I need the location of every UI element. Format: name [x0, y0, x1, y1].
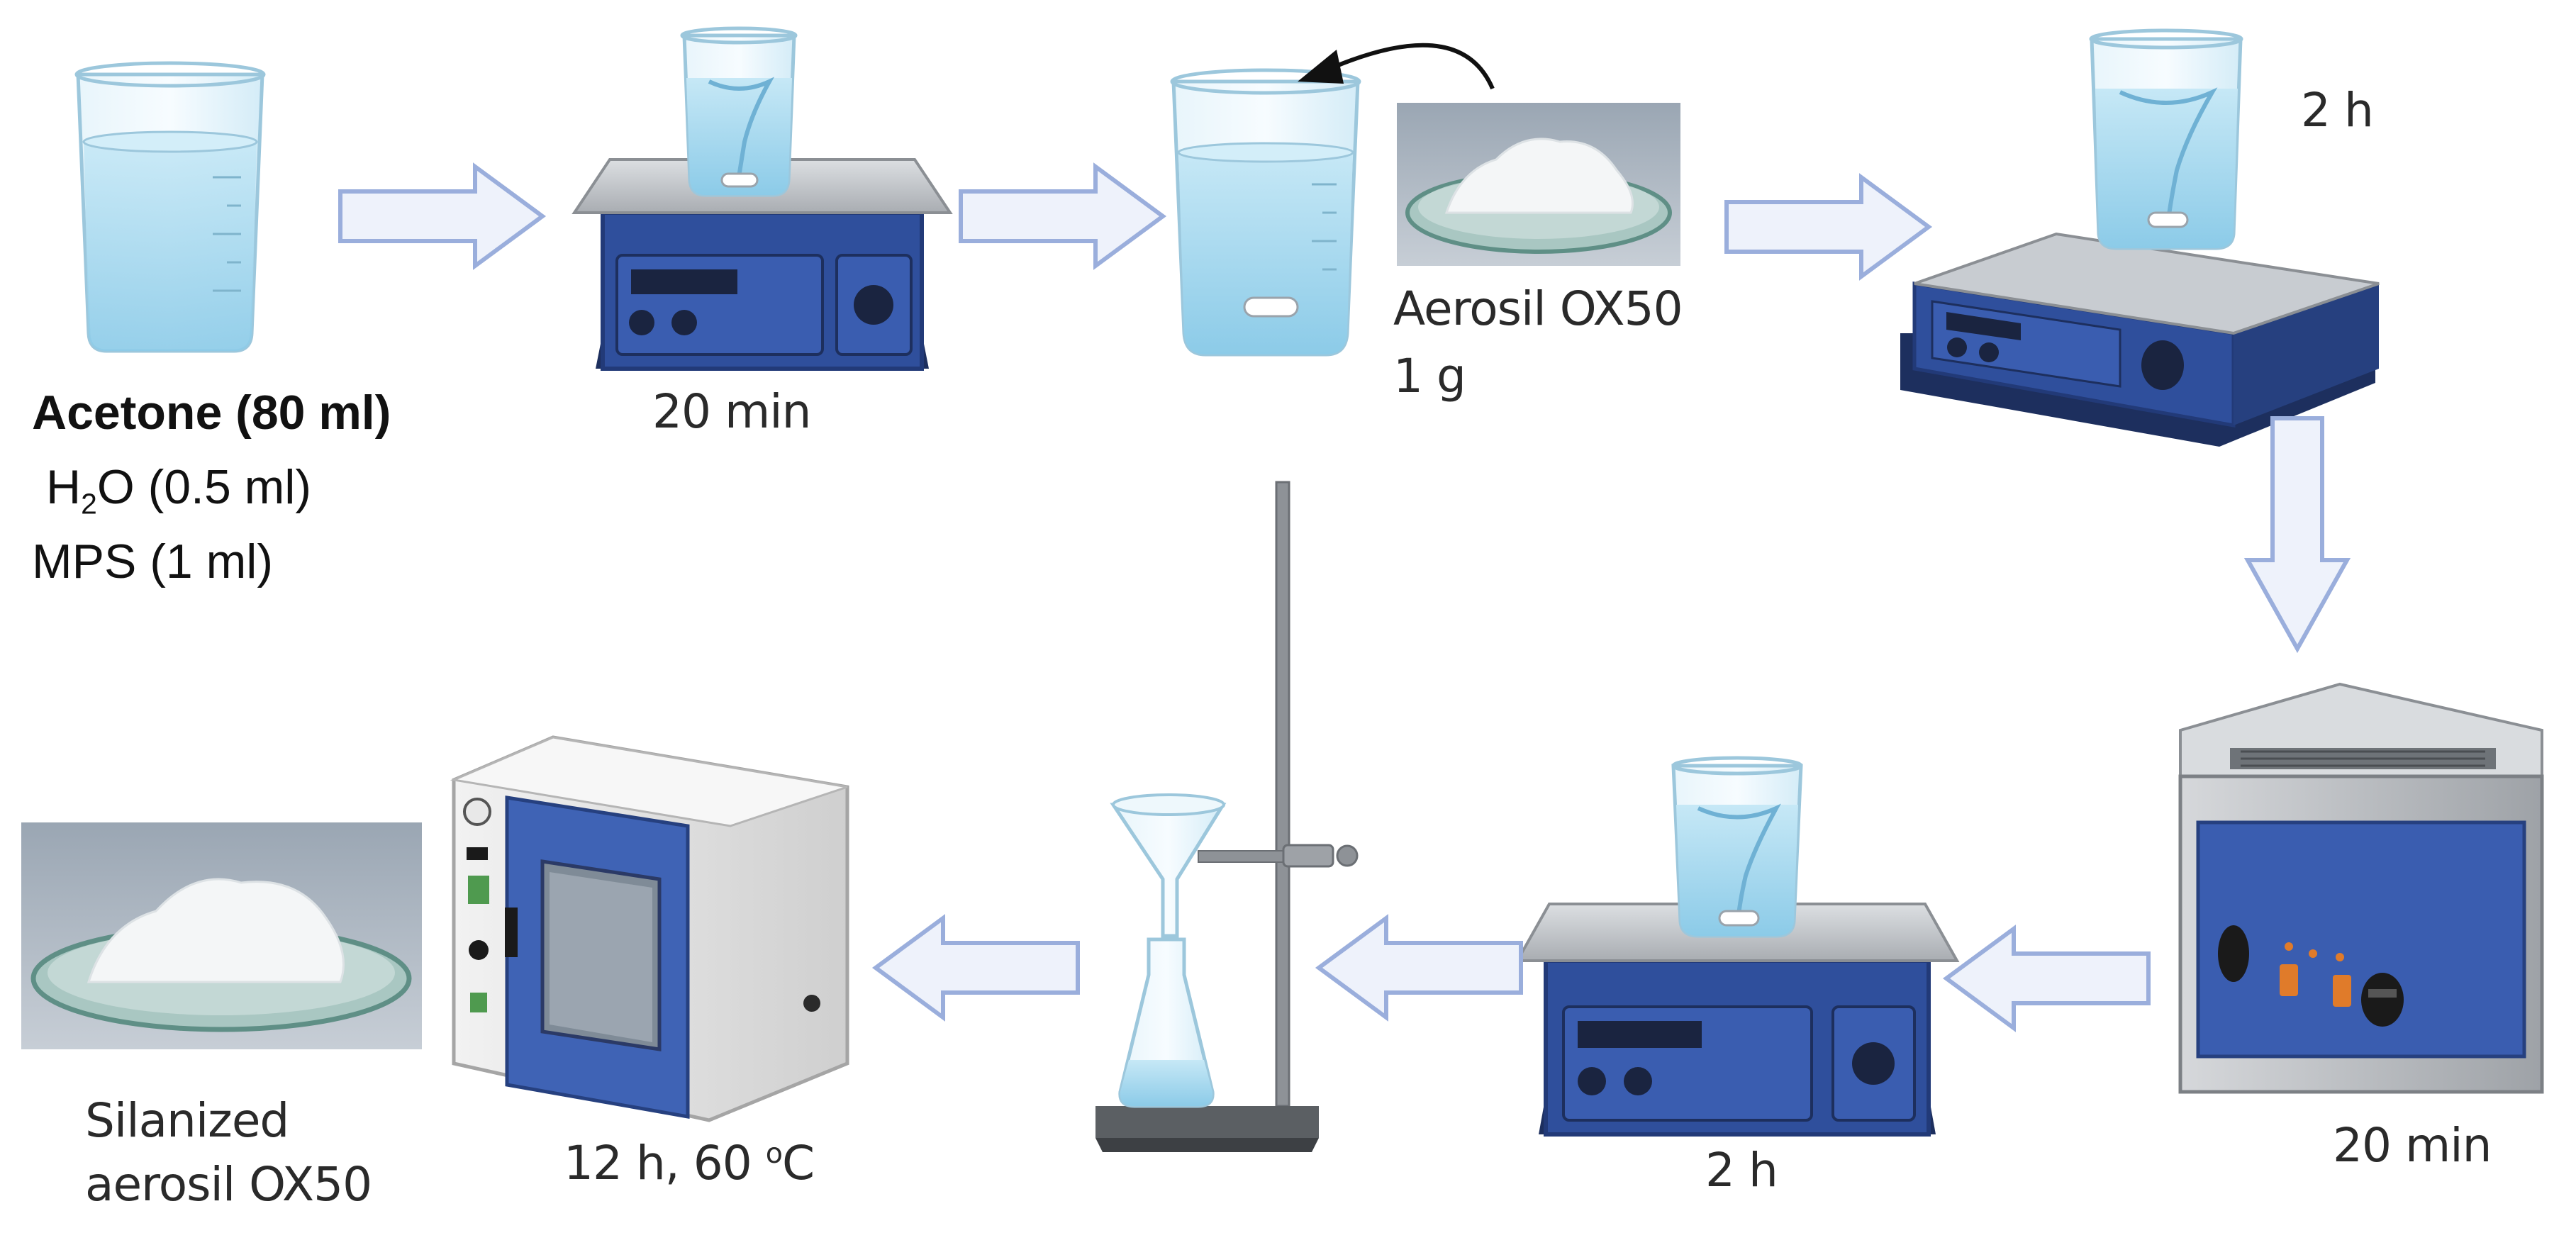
magnetic-stirrer-icon — [1900, 232, 2380, 447]
step1-time-label: 20 min — [652, 384, 811, 439]
aerosil-powder-photo — [1397, 103, 1680, 266]
arrowhead-icon — [1298, 50, 1344, 84]
beaker-icon — [74, 61, 266, 353]
product-label-line1: Silanized — [85, 1093, 289, 1148]
arrow-right-icon — [959, 162, 1167, 270]
arrow-right-icon — [338, 162, 547, 270]
filtration-stand-icon — [1095, 481, 1359, 1152]
beaker-vortex-icon — [1671, 756, 1803, 938]
arrow-down-icon — [2243, 416, 2351, 654]
beaker-stir-bar-icon — [1170, 68, 1361, 357]
aerosil-mass-label: 1 g — [1393, 349, 1466, 403]
aerosil-name-label: Aerosil OX50 — [1393, 281, 1683, 336]
step2-time-label: 2 h — [2301, 83, 2374, 138]
arrow-left-icon — [871, 914, 1080, 1022]
silanized-powder-photo — [21, 822, 422, 1049]
sonication-time-label: 20 min — [2333, 1118, 2492, 1173]
arrow-right-icon — [1724, 173, 1933, 281]
beaker-vortex-icon — [680, 26, 798, 197]
drying-oven-icon — [450, 735, 849, 1122]
oven-conditions-label: 12 h, 60 oC — [564, 1136, 815, 1190]
arrow-left-icon — [1942, 925, 2151, 1032]
acetone-label: Acetone (80 ml) — [32, 386, 391, 440]
mps-label: MPS (1 ml) — [32, 535, 273, 588]
ultrasonic-bath-icon — [2178, 682, 2544, 1094]
step3-time-label: 2 h — [1705, 1143, 1778, 1197]
magnetic-stirrer-icon — [1515, 903, 1960, 1137]
beaker-vortex-icon — [2089, 28, 2243, 250]
arrow-left-icon — [1315, 914, 1523, 1022]
product-label-line2: aerosil OX50 — [85, 1157, 372, 1212]
water-label: H2O (0.5 ml) — [46, 460, 312, 520]
curved-arrow-icon — [1332, 43, 1495, 90]
